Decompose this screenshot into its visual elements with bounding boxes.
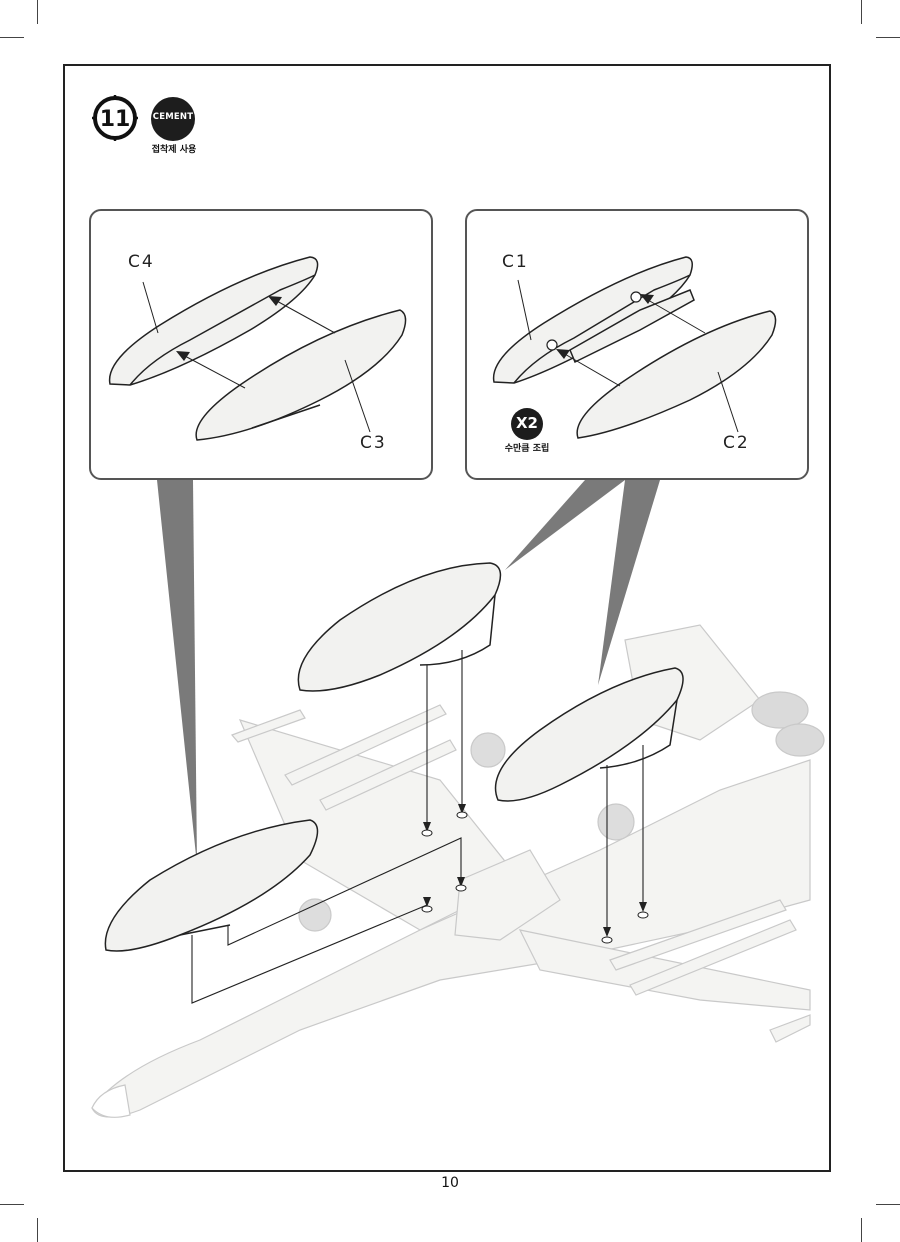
part-label-c4: C4	[128, 252, 155, 272]
pylon-detail	[569, 289, 695, 364]
part-label-c3: C3	[360, 433, 387, 453]
cement-icon: CEMENT	[151, 97, 195, 141]
quantity-badge: X2	[511, 408, 543, 440]
step-number: 11	[100, 107, 131, 132]
pointer-wedge-right-b	[598, 480, 660, 685]
page-frame	[63, 64, 831, 1172]
crop-mark	[876, 37, 900, 38]
wing-right	[518, 929, 811, 1011]
tank-half-c2	[576, 310, 777, 439]
part-label-c1: C1	[502, 252, 529, 272]
quantity-label: X2	[515, 414, 538, 432]
fuel-tank-middle	[494, 667, 684, 802]
missile	[230, 709, 306, 743]
cement-label: CEMENT	[152, 112, 194, 122]
crop-mark	[37, 0, 38, 24]
crop-mark	[37, 1218, 38, 1242]
part-label-c2: C2	[723, 433, 750, 453]
crop-mark	[0, 1204, 24, 1205]
quantity-caption: 수만큼 조립	[504, 444, 550, 454]
crop-mark	[0, 37, 24, 38]
missile	[629, 919, 797, 996]
landing-gear-wheel	[470, 732, 506, 768]
pointer-wedge-left	[157, 480, 197, 865]
fuel-tank-upper	[297, 562, 502, 692]
pointer-wedge-right-a	[505, 480, 625, 570]
canopy	[454, 849, 561, 941]
fuel-tank-lower	[104, 819, 319, 952]
missile	[609, 899, 787, 971]
engine-nozzle	[775, 723, 825, 757]
nose-cone	[91, 1084, 131, 1118]
engine-nozzle	[751, 691, 809, 729]
crop-mark	[876, 1204, 900, 1205]
missile	[319, 739, 457, 811]
step-number-badge: 11	[92, 95, 138, 141]
page-number: 10	[441, 1175, 459, 1191]
landing-gear-wheel	[298, 898, 332, 932]
missile	[284, 704, 447, 786]
cement-caption: 접착제 사용	[151, 145, 197, 155]
crop-mark	[861, 0, 862, 24]
missile	[769, 1014, 811, 1043]
crop-mark	[861, 1218, 862, 1242]
